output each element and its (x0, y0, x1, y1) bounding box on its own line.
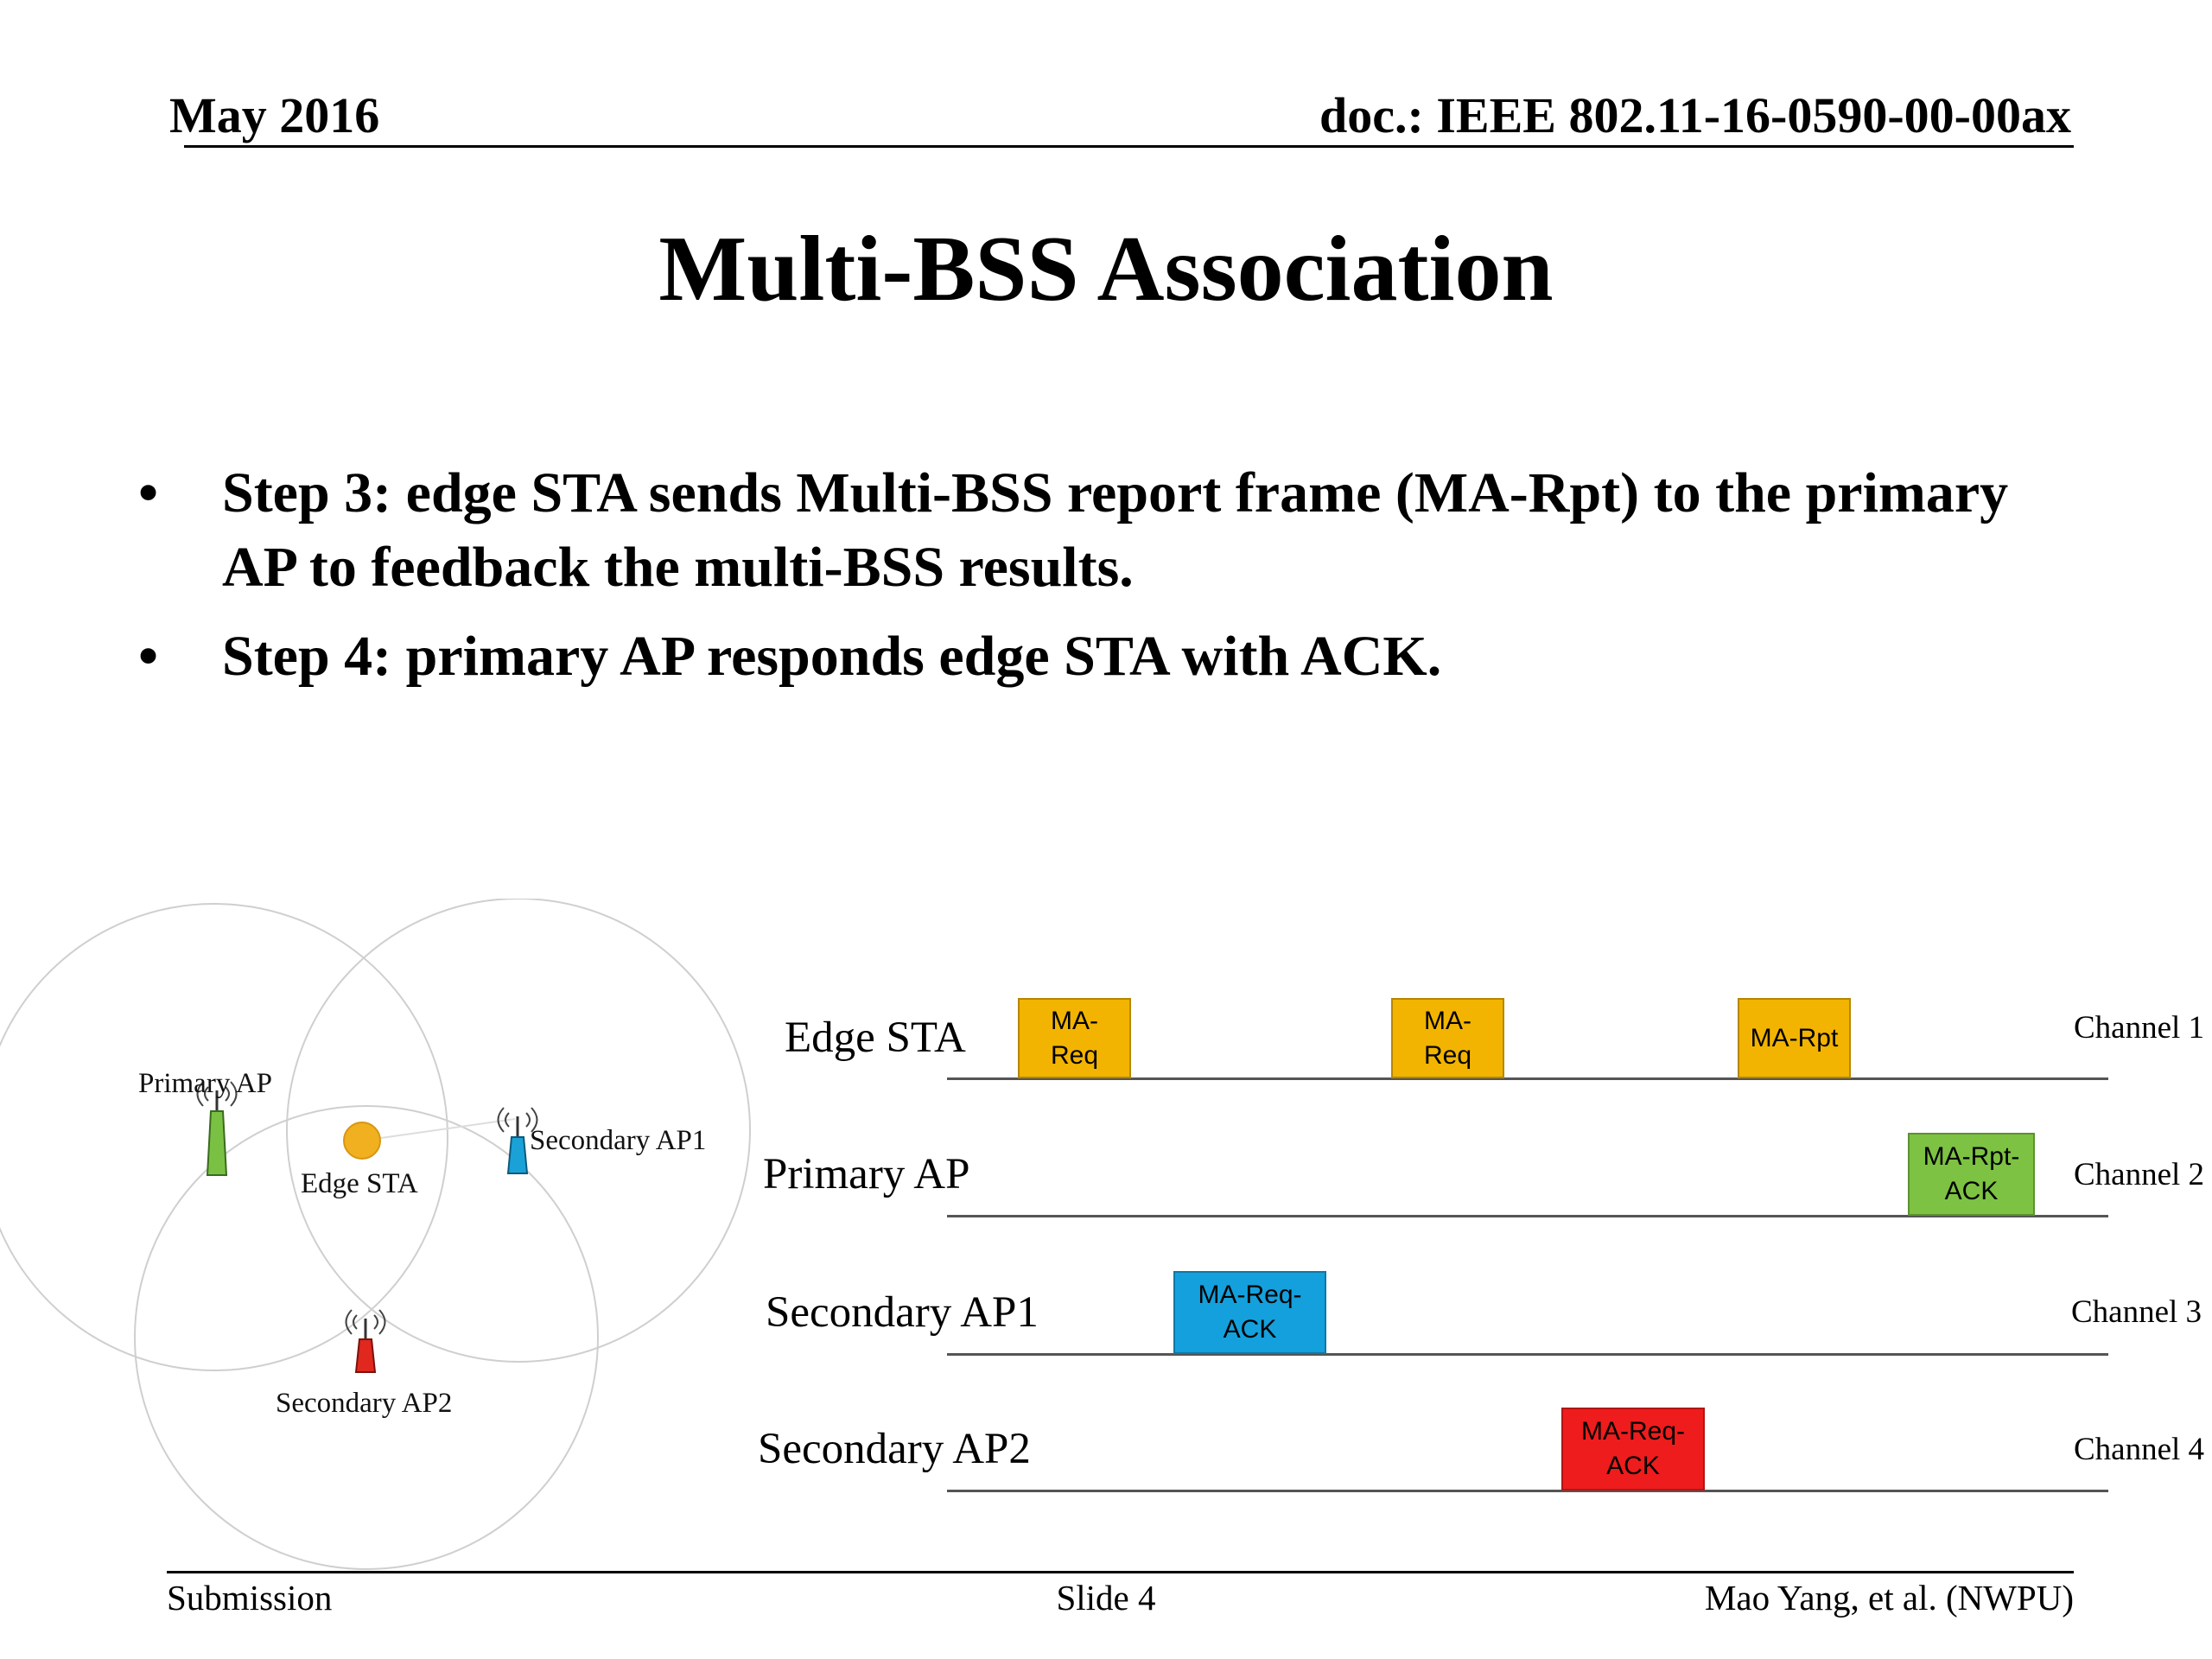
frame-ma-req-ack-ap2: MA-Req- ACK (1561, 1408, 1705, 1491)
bullet-text: Step 4: primary AP responds edge STA wit… (222, 625, 1442, 688)
footer-authors: Mao Yang, et al. (NWPU) (1704, 1578, 2074, 1618)
bullet-marker: • (138, 625, 159, 688)
row-label-secondary-ap2: Secondary AP2 (758, 1425, 1031, 1473)
channel-label-2: Channel 2 (2074, 1157, 2205, 1192)
channel-label-4: Channel 4 (2074, 1432, 2205, 1467)
edge-sta-label: Edge STA (301, 1168, 418, 1199)
secondary2-coverage-circle (134, 1105, 599, 1570)
secondary-ap2-icon (345, 1309, 386, 1373)
frame-ma-req-2: MA- Req (1391, 998, 1504, 1078)
channel-label-3: Channel 3 (2071, 1294, 2202, 1330)
row-label-secondary-ap1: Secondary AP1 (766, 1288, 1039, 1337)
footer-slide-number: Slide 4 (1056, 1578, 1156, 1618)
coverage-diagram: Primary AP Edge STA Secondary AP1 Second… (0, 899, 760, 1581)
bullet-marker: • (138, 461, 159, 524)
timeline-axis-3 (947, 1353, 2108, 1356)
frame-ma-rpt: MA-Rpt (1738, 998, 1851, 1078)
primary-ap-icon (196, 1081, 238, 1176)
header-rule (184, 145, 2074, 148)
bullet-text: Step 3: edge STA sends Multi-BSS report … (222, 461, 2009, 599)
frame-ma-req-ack-ap1: MA-Req- ACK (1173, 1271, 1326, 1354)
frame-ma-req-1: MA- Req (1018, 998, 1131, 1078)
header-doc-id: doc.: IEEE 802.11-16-0590-00-00ax (1319, 87, 2071, 143)
row-label-primary-ap: Primary AP (763, 1150, 970, 1198)
channel-label-1: Channel 1 (2074, 1010, 2205, 1046)
row-label-edge-sta: Edge STA (785, 1014, 966, 1062)
secondary1-coverage-circle (286, 899, 751, 1363)
primary-coverage-circle (0, 903, 448, 1371)
footer-rule (167, 1571, 2074, 1573)
timeline-axis-2 (947, 1215, 2108, 1217)
timeline-axis-4 (947, 1490, 2108, 1492)
timeline-axis-1 (947, 1077, 2108, 1080)
link-line (362, 1118, 516, 1141)
header-date: May 2016 (169, 87, 380, 143)
footer-submission: Submission (167, 1578, 333, 1618)
secondary-ap1-label: Secondary AP1 (530, 1125, 707, 1156)
secondary-ap2-label: Secondary AP2 (276, 1388, 453, 1419)
secondary-ap1-icon (497, 1107, 538, 1174)
frame-ma-rpt-ack: MA-Rpt- ACK (1908, 1133, 2035, 1216)
edge-sta-dot (343, 1122, 381, 1160)
slide-title: Multi-BSS Association (658, 218, 1554, 321)
primary-ap-label: Primary AP (138, 1068, 272, 1099)
